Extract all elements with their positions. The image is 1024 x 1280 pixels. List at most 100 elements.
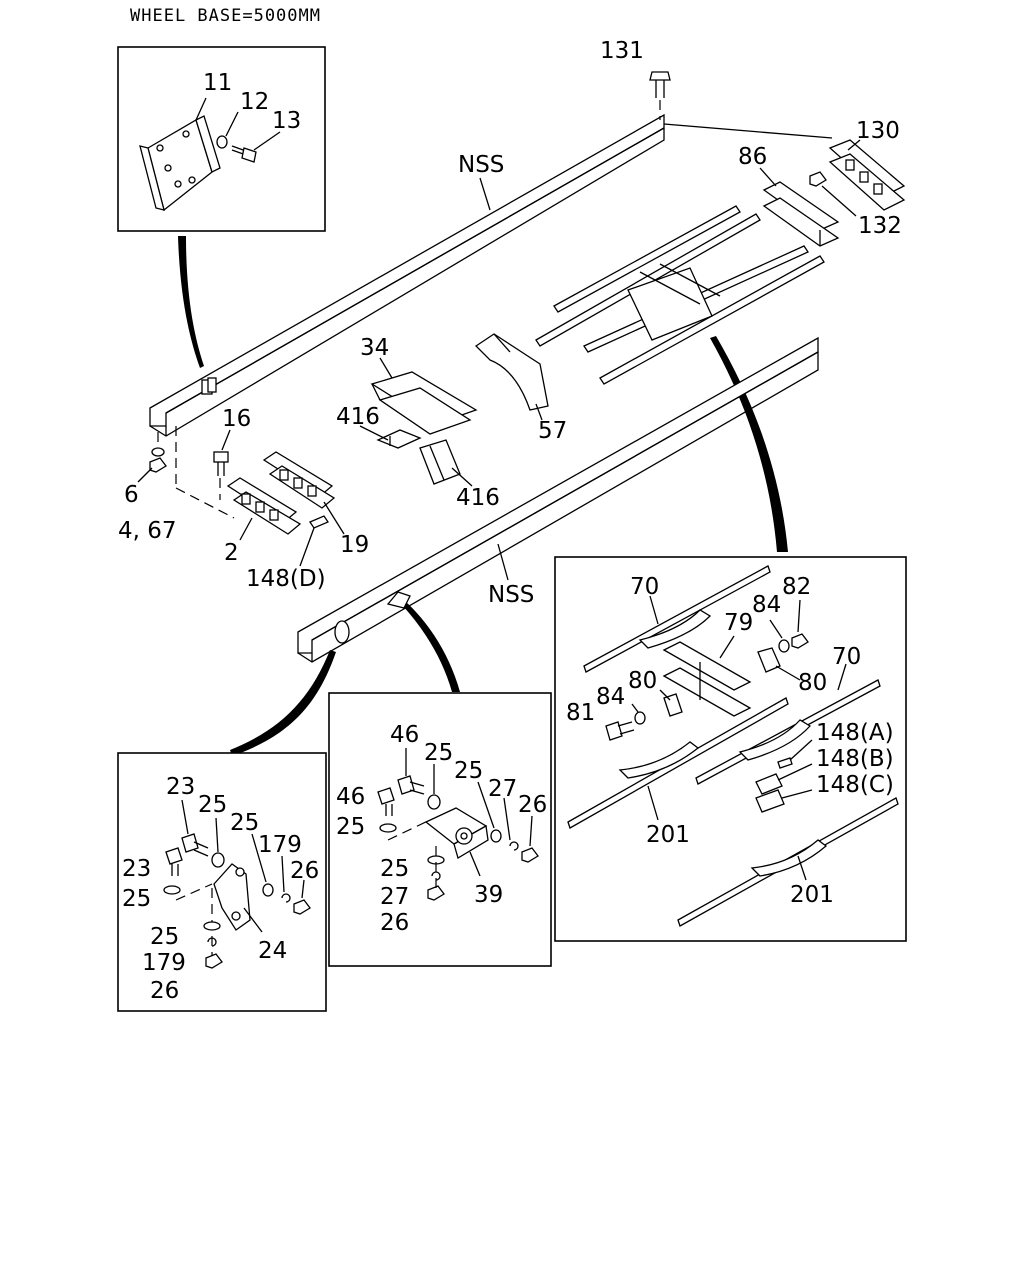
plate-148-d: [309, 515, 329, 529]
shackle-24: [213, 863, 251, 931]
label-80-b: 80: [798, 670, 827, 696]
lock-washer-27-b: [431, 871, 441, 881]
label-26-d: 26: [150, 978, 179, 1004]
label-27-b: 27: [380, 884, 409, 910]
label-26-b: 26: [380, 910, 409, 936]
label-25-b: 25: [454, 758, 483, 784]
crossmember-130: [828, 139, 906, 211]
label-26-a: 26: [518, 792, 547, 818]
plate-79: [662, 641, 752, 717]
bracket-57: [474, 333, 549, 411]
label-46-a: 46: [390, 722, 419, 748]
plate-201-upper: [567, 697, 789, 829]
gusset-86: [762, 181, 840, 247]
washer-25-b: [490, 829, 502, 843]
label-80-a: 80: [628, 668, 657, 694]
washer-12: [216, 135, 228, 149]
label-46-b: 46: [336, 784, 365, 810]
bracket-416-right: [419, 439, 461, 485]
washer-25-c: [379, 823, 397, 833]
detail-box-crossmember: [554, 556, 907, 942]
upper-side-rail: [149, 113, 833, 437]
washer-25-a: [427, 794, 441, 810]
callout-arrow-shackle: [230, 650, 336, 756]
label-23-b: 23: [122, 856, 151, 882]
bolt-131: [649, 71, 671, 98]
label-24: 24: [258, 938, 287, 964]
label-130: 130: [856, 118, 900, 144]
washer-25-e: [211, 852, 225, 868]
bolt-46-upper: [397, 775, 425, 795]
label-27-a: 27: [488, 776, 517, 802]
plate-70-lower: [695, 679, 881, 785]
label-nss-top: NSS: [458, 152, 504, 178]
label-34: 34: [360, 335, 389, 361]
label-25-h: 25: [150, 924, 179, 950]
label-25-f: 25: [230, 810, 259, 836]
label-6: 6: [124, 482, 139, 508]
nut-26-a: [521, 847, 539, 863]
label-84-b: 84: [596, 684, 625, 710]
callout-arrow-bracket: [178, 236, 204, 368]
label-25-a: 25: [424, 740, 453, 766]
bolt-13: [231, 145, 257, 163]
label-23-a: 23: [166, 774, 195, 800]
plate-148-a: [777, 757, 793, 769]
label-19: 19: [340, 532, 369, 558]
nut-26-c: [293, 899, 311, 915]
label-82: 82: [782, 574, 811, 600]
label-148-b: 148(B): [816, 746, 894, 772]
crossmember-2: [226, 477, 302, 535]
bracket-part-11: [139, 115, 221, 212]
label-81: 81: [566, 700, 595, 726]
label-25-d: 25: [380, 856, 409, 882]
label-12: 12: [240, 89, 269, 115]
label-148-d: 148(D): [246, 566, 326, 592]
label-nss-bottom: NSS: [488, 582, 534, 608]
bolt-23-upper: [181, 833, 209, 857]
bolt-23-left: [165, 847, 183, 876]
label-70-b: 70: [832, 644, 861, 670]
label-4-67: 4, 67: [118, 518, 177, 544]
lower-side-rail: [297, 336, 819, 663]
bolt-46-left: [377, 787, 395, 816]
plate-148-c: [755, 789, 785, 813]
washer-25-f: [262, 883, 274, 897]
label-70-a: 70: [630, 574, 659, 600]
plate-148-b: [755, 773, 783, 795]
label-39: 39: [474, 882, 503, 908]
callout-arrow-crossmember: [710, 336, 788, 552]
label-131: 131: [600, 38, 644, 64]
label-11: 11: [203, 70, 232, 96]
label-26-c: 26: [290, 858, 319, 884]
callout-arrow-spring-hanger: [402, 602, 460, 692]
page-title: WHEEL BASE=5000MM: [130, 6, 321, 26]
washer-25-h: [203, 921, 221, 931]
label-25-e: 25: [198, 792, 227, 818]
plate-70-upper: [583, 565, 771, 673]
label-179-b: 179: [142, 950, 186, 976]
nut-4-67: [149, 457, 167, 473]
bolt-81: [605, 721, 635, 741]
bracket-80-right: [757, 647, 781, 673]
label-84-a: 84: [752, 592, 781, 618]
bracket-416-left: [376, 429, 422, 449]
label-148-a: 148(A): [816, 720, 894, 746]
hanger-39: [424, 807, 489, 859]
label-201-b: 201: [790, 882, 834, 908]
lock-washer-179-a: [281, 893, 291, 903]
crossmember-34: [370, 371, 478, 435]
plate-201-lower: [677, 797, 899, 927]
label-201-a: 201: [646, 822, 690, 848]
label-25-g: 25: [122, 886, 151, 912]
label-16: 16: [222, 406, 251, 432]
label-148-c: 148(C): [816, 772, 894, 798]
label-86: 86: [738, 144, 767, 170]
lock-washer-27-a: [509, 841, 519, 851]
label-416-a: 416: [336, 404, 380, 430]
label-179-a: 179: [258, 832, 302, 858]
nut-26-d: [205, 953, 223, 969]
lock-washer-179-b: [207, 937, 217, 947]
label-13: 13: [272, 108, 301, 134]
bolt-16: [213, 451, 229, 476]
